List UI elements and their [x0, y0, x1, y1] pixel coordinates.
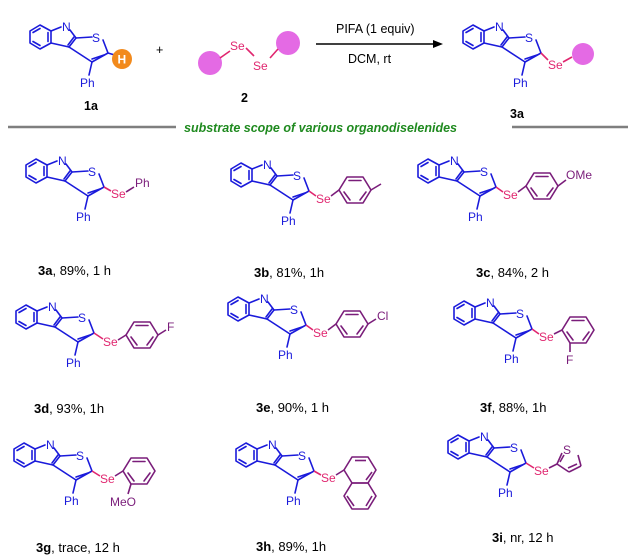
- caption-3c: 3c, 84%, 2 h: [476, 265, 549, 280]
- caption-3f: 3f, 88%, 1h: [480, 400, 547, 415]
- hydrogen-ball: [112, 49, 132, 69]
- reactant-1a: H: [29, 19, 132, 91]
- caption-3e: 3e, 90%, 1 h: [256, 400, 329, 415]
- caption-3i: 3i, nr, 12 h: [492, 530, 553, 545]
- conditions: DCM, rt: [348, 52, 392, 66]
- se-atom-2: Se: [253, 59, 268, 73]
- aryl-ball-product: [572, 43, 594, 65]
- reaction-arrow: [316, 40, 443, 48]
- compound-3i: Se S: [447, 429, 582, 501]
- caption-3b: 3b, 81%, 1h: [254, 265, 324, 280]
- caption-3h: 3h, 89%, 1h: [256, 539, 326, 554]
- svg-text:Se: Se: [548, 58, 563, 72]
- plus-sign: +: [156, 43, 163, 57]
- svg-text:MeO: MeO: [110, 495, 136, 509]
- svg-text:Se: Se: [534, 464, 549, 478]
- caption-3g: 3g, trace, 12 h: [36, 540, 120, 555]
- reagent-pifa: PIFA (1 equiv): [336, 22, 415, 36]
- caption-3a: 3a, 89%, 1 h: [38, 263, 111, 278]
- svg-text:Se: Se: [316, 192, 331, 206]
- svg-text:Ph: Ph: [135, 176, 150, 190]
- svg-text:Se: Se: [111, 187, 126, 201]
- svg-text:F: F: [167, 320, 174, 334]
- compound-3f: Se F: [453, 295, 595, 367]
- aryl-ball-right: [276, 31, 300, 55]
- compound-3g: Se MeO: [13, 437, 156, 509]
- label-2: 2: [241, 91, 248, 105]
- hydrogen-label: H: [118, 53, 127, 67]
- svg-text:F: F: [566, 353, 573, 367]
- reactant-2-diselenide: Se Se: [198, 31, 300, 75]
- svg-text:Se: Se: [313, 326, 328, 340]
- compound-3c: Se OMe: [417, 153, 592, 225]
- compound-3a: Se Ph: [25, 153, 150, 225]
- product-3a-scheme: Se: [462, 19, 594, 91]
- svg-text:Se: Se: [321, 471, 336, 485]
- compound-3b: Se: [230, 157, 382, 229]
- svg-text:Se: Se: [103, 335, 118, 349]
- scope-heading: substrate scope of various organodiselen…: [184, 121, 457, 135]
- aryl-ball-left: [198, 51, 222, 75]
- svg-text:S: S: [563, 443, 571, 457]
- caption-3d: 3d, 93%, 1h: [34, 401, 104, 416]
- compound-3d: Se F: [15, 299, 174, 371]
- label-3a-scheme: 3a: [510, 107, 525, 121]
- svg-text:Cl: Cl: [377, 309, 388, 323]
- svg-text:Se: Se: [503, 188, 518, 202]
- label-1a: 1a: [84, 99, 99, 113]
- compound-3h: Se: [235, 437, 377, 510]
- compound-3e: Se Cl: [227, 291, 388, 363]
- svg-text:Se: Se: [100, 472, 115, 486]
- svg-text:Se: Se: [539, 330, 554, 344]
- se-atom-1: Se: [230, 39, 245, 53]
- svg-text:OMe: OMe: [566, 168, 592, 182]
